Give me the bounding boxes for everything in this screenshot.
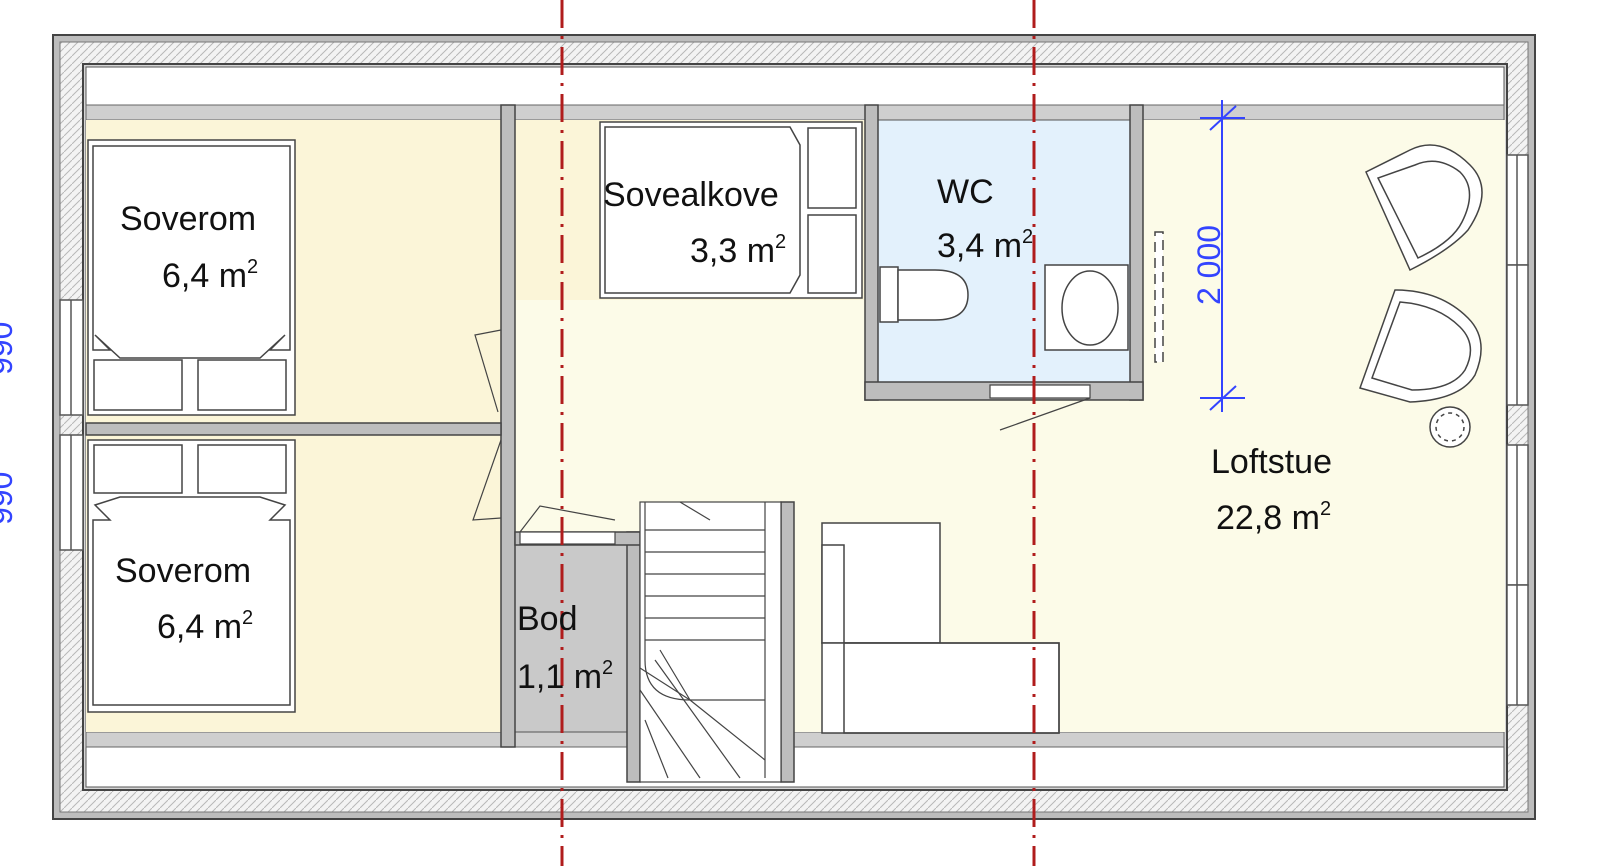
bed-bottom [87,439,296,713]
left-dimension-lower: 990 [0,472,19,525]
room-area: 3,4 m2 [937,226,1033,265]
room-soverom-bottom: Soverom 6,4 m2 [115,552,253,646]
room-area: 22,8 m2 [1216,498,1331,537]
left-dimension-upper: 990 [0,322,19,375]
room-area: 6,4 m2 [162,256,258,295]
room-name: Loftstue [1211,443,1332,481]
windows [59,154,1529,706]
bed-top [87,139,296,416]
room-name: Soverom [115,552,251,590]
room-area: 1,1 m2 [517,657,613,696]
room-area: 3,3 m2 [690,231,786,270]
bod-floor [514,544,628,733]
sofa [821,522,1060,734]
wc-fixtures [879,231,1164,363]
room-name: Sovealkove [603,176,779,214]
doors [472,329,1091,545]
room-soverom-top: Soverom 6,4 m2 [120,200,258,295]
room-wc: WC 3,4 m2 [937,173,1033,265]
room-sovealkove: Sovealkove 3,3 m2 [603,176,786,270]
room-area: 6,4 m2 [157,607,253,646]
bed-alcove [599,121,863,299]
chairs [1359,144,1483,448]
room-name: WC [937,173,994,211]
section-lines [560,0,1036,866]
room-name: Soverom [120,200,256,238]
height-dimension-label: 2 000 [1191,225,1227,305]
staircase [639,501,782,783]
room-loftstue: Loftstue 22,8 m2 [1211,443,1332,537]
room-bod: Bod 1,1 m2 [517,600,613,696]
room-name: Bod [517,600,578,638]
height-dimension [1200,100,1245,412]
